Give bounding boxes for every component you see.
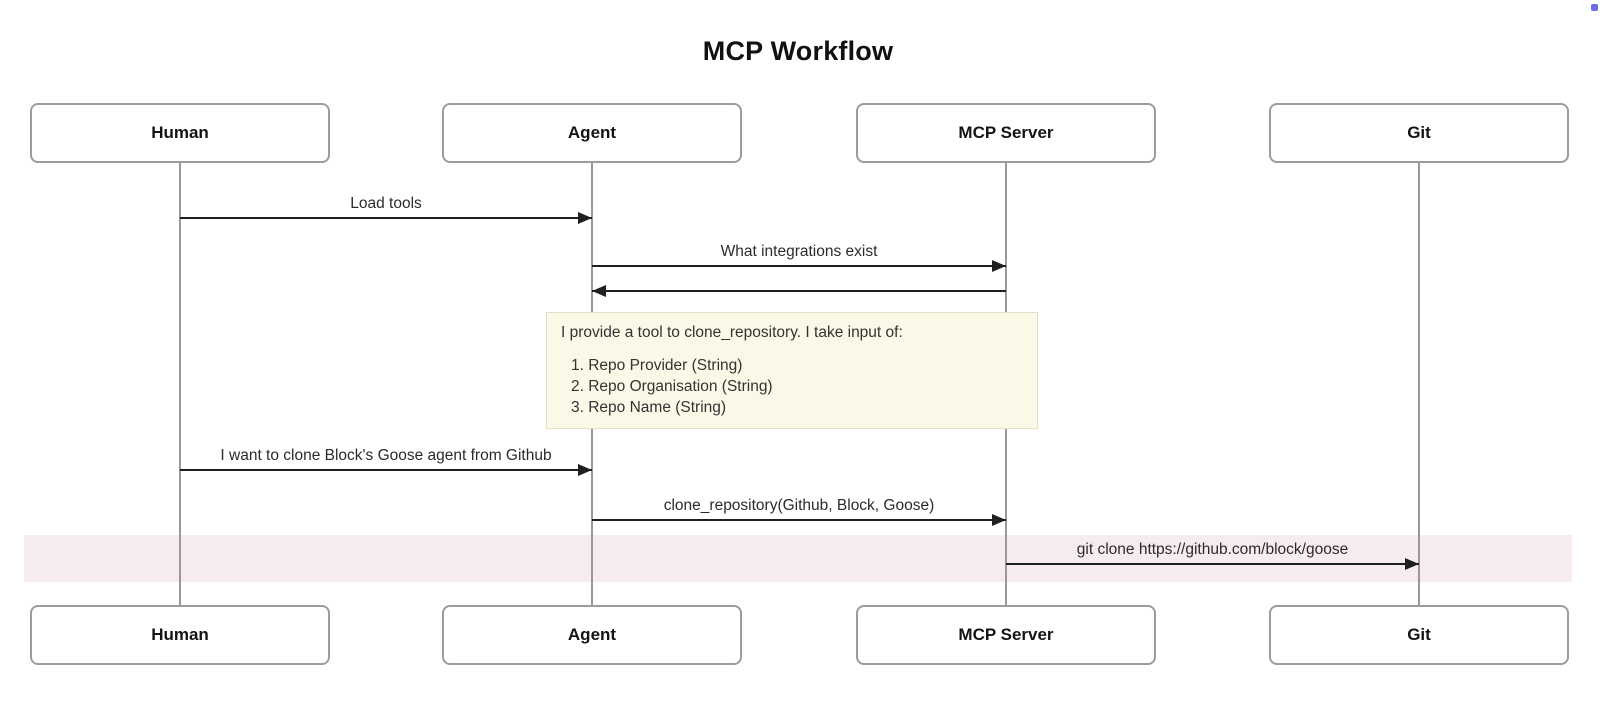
arrowhead-icon	[1405, 558, 1419, 570]
note-intro-text: I provide a tool to clone_repository. I …	[561, 324, 903, 341]
note-list-item: 2. Repo Organisation (String)	[571, 378, 773, 395]
message-label-1: What integrations exist	[720, 243, 878, 260]
arrowhead-icon	[992, 514, 1006, 526]
actor-top-agent: Agent	[442, 103, 742, 163]
actor-bottom-agent: Agent	[442, 605, 742, 665]
actor-label: Agent	[567, 625, 617, 644]
message-line-1	[592, 265, 1006, 267]
actor-label: MCP Server	[958, 123, 1054, 142]
lifeline-git	[1418, 163, 1420, 605]
arrowhead-icon	[578, 212, 592, 224]
actor-top-human: Human	[30, 103, 330, 163]
note-list-item: 1. Repo Provider (String)	[571, 357, 743, 374]
message-line-4	[592, 519, 1006, 521]
actor-bottom-git: Git	[1269, 605, 1569, 665]
artifact-dot	[1591, 4, 1598, 11]
actor-label: MCP Server	[958, 625, 1054, 644]
actor-top-mcp-server: MCP Server	[856, 103, 1156, 163]
actor-label: Agent	[567, 123, 617, 142]
diagram-title: MCP Workflow	[702, 36, 894, 66]
actor-bottom-human: Human	[30, 605, 330, 665]
message-line-2	[592, 290, 1006, 292]
message-line-3	[180, 469, 592, 471]
actor-label: Git	[1407, 625, 1431, 644]
actor-label: Human	[151, 625, 209, 644]
message-line-5	[1006, 563, 1419, 565]
actor-bottom-mcp-server: MCP Server	[856, 605, 1156, 665]
message-label-3: I want to clone Block's Goose agent from…	[220, 447, 552, 464]
arrowhead-icon	[992, 260, 1006, 272]
arrowhead-icon	[592, 285, 606, 297]
message-label-0: Load tools	[350, 195, 422, 212]
lifeline-human	[179, 163, 181, 605]
actor-label: Git	[1407, 123, 1431, 142]
message-label-4: clone_repository(Github, Block, Goose)	[663, 497, 935, 514]
note-box: I provide a tool to clone_repository. I …	[546, 312, 1038, 429]
actor-top-git: Git	[1269, 103, 1569, 163]
arrowhead-icon	[578, 464, 592, 476]
message-line-0	[180, 217, 592, 219]
actor-label: Human	[151, 123, 209, 142]
highlight-band	[24, 535, 1572, 582]
note-list: 1. Repo Provider (String) 2. Repo Organis…	[561, 355, 1023, 418]
note-list-item: 3. Repo Name (String)	[571, 399, 727, 416]
message-label-5: git clone https://github.com/block/goose	[1076, 541, 1349, 558]
